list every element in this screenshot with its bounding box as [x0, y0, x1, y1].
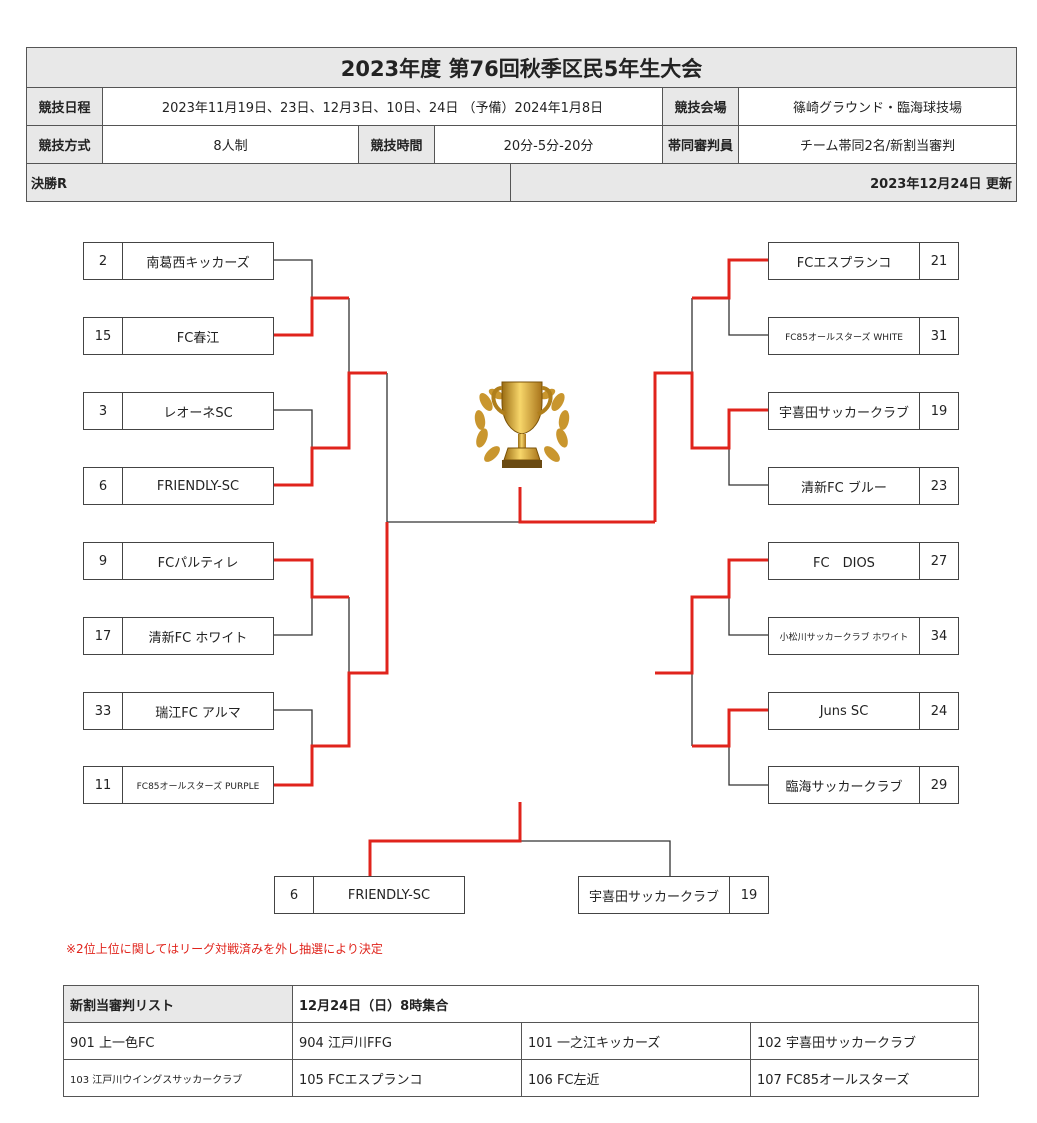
format-label: 競技方式: [26, 125, 103, 164]
referee-item: 102 宇喜田サッカークラブ: [750, 1022, 979, 1060]
team-name: レオーネSC: [163, 405, 233, 421]
winner-line: [692, 258, 768, 300]
round-label: 決勝R: [26, 163, 511, 202]
team-name: 南葛西キッカーズ: [146, 255, 250, 271]
bracket-line: [728, 298, 768, 336]
winner-line: [273, 558, 349, 599]
team-seed: 6: [84, 468, 123, 504]
venue-value: 篠崎グラウンド・臨海球技場: [737, 87, 1018, 126]
team-seed: 17: [84, 618, 123, 654]
team-box: 17 清新FC ホワイト: [83, 617, 274, 655]
winner-line: [653, 371, 768, 522]
bracket-line: [273, 409, 313, 448]
winner-line: [655, 558, 768, 675]
team-box: 3 レオーネSC: [83, 392, 274, 430]
team-seed: 19: [919, 393, 958, 429]
bracket-line: [728, 746, 768, 786]
team-name: FCパルティレ: [157, 555, 239, 571]
team-seed: 29: [919, 767, 958, 803]
final-team-right: 宇喜田サッカークラブ 19: [578, 876, 769, 914]
team-box: Juns SC 24: [768, 692, 959, 730]
referee-value: チーム帯同2名/新割当審判: [737, 125, 1018, 164]
team-box: 15 FC春江: [83, 317, 274, 355]
team-name: FC85オールスターズ WHITE: [785, 332, 903, 343]
team-box: 2 南葛西キッカーズ: [83, 242, 274, 280]
bracket-line: [728, 448, 768, 486]
referee-item: 101 一之江キッカーズ: [521, 1022, 751, 1060]
team-seed: 21: [919, 243, 958, 279]
time-value: 20分-5分-20分: [434, 125, 663, 164]
referee-item: 904 江戸川FFG: [292, 1022, 522, 1060]
team-name: 瑞江FC アルマ: [155, 705, 241, 721]
date-value: 2023年11月19日、23日、12月3日、10日、24日 （予備）2024年1…: [102, 87, 663, 126]
winner-line: [273, 371, 387, 487]
team-box: 33 瑞江FC アルマ: [83, 692, 274, 730]
bracket-line: [273, 259, 313, 298]
team-box: 臨海サッカークラブ 29: [768, 766, 959, 804]
team-box: FCエスプランコ 21: [768, 242, 959, 280]
team-seed: 31: [919, 318, 958, 354]
referee-item: 901 上一色FC: [63, 1022, 293, 1060]
team-box: 9 FCパルティレ: [83, 542, 274, 580]
referee-item: 107 FC85オールスターズ: [750, 1059, 979, 1097]
team-seed: 23: [919, 468, 958, 504]
team-seed: 15: [84, 318, 123, 354]
team-seed: 24: [919, 693, 958, 729]
team-name: 臨海サッカークラブ: [785, 779, 903, 795]
team-name: Juns SC: [819, 703, 869, 719]
team-seed: 9: [84, 543, 123, 579]
team-box: 宇喜田サッカークラブ 19: [768, 392, 959, 430]
team-seed: 6: [275, 877, 314, 913]
team-seed: 27: [919, 543, 958, 579]
team-box: 6 FRIENDLY-SC: [83, 467, 274, 505]
bracket-line: [273, 709, 313, 746]
referee-item: 103 江戸川ウイングスサッカークラブ: [63, 1059, 293, 1097]
winner-line: [368, 802, 522, 877]
team-name: 小松川サッカークラブ ホワイト: [779, 632, 909, 643]
team-seed: 2: [84, 243, 123, 279]
team-seed: 11: [84, 767, 123, 803]
team-name: FC DIOS: [813, 555, 875, 571]
team-name: FRIENDLY-SC: [347, 887, 431, 903]
bracket-line: [273, 597, 313, 636]
referee-label: 帯同審判員: [662, 125, 739, 164]
team-box: 小松川サッカークラブ ホワイト 34: [768, 617, 959, 655]
format-value: 8人制: [102, 125, 359, 164]
referee-table: 新割当審判リスト 12月24日（日）8時集合 901 上一色FC 904 江戸川…: [63, 985, 979, 1097]
winner-line: [692, 708, 768, 748]
referee-item: 105 FCエスプランコ: [292, 1059, 522, 1097]
tournament-info-table: 2023年度 第76回秋季区民5年生大会 競技日程 2023年11月19日、23…: [25, 47, 1018, 202]
team-box: FC85オールスターズ WHITE 31: [768, 317, 959, 355]
team-name: 清新FC ホワイト: [148, 630, 248, 646]
team-name: FCエスプランコ: [796, 255, 892, 271]
team-name: FRIENDLY-SC: [156, 478, 240, 494]
meeting-time: 12月24日（日）8時集合: [292, 985, 979, 1023]
trophy-icon: [474, 381, 570, 468]
time-label: 競技時間: [358, 125, 435, 164]
team-seed: 19: [729, 877, 768, 913]
bracket-line: [728, 597, 768, 636]
team-box: 清新FC ブルー 23: [768, 467, 959, 505]
team-box: 11 FC85オールスターズ PURPLE: [83, 766, 274, 804]
winner-line: [518, 487, 655, 524]
team-name: FC85オールスターズ PURPLE: [136, 781, 260, 792]
winner-line: [273, 522, 389, 787]
updated-date: 2023年12月24日 更新: [509, 163, 1018, 202]
notice-text: ※2位上位に関してはリーグ対戦済みを外し抽選により決定: [66, 942, 383, 956]
team-box: FC DIOS 27: [768, 542, 959, 580]
final-team-left: 6 FRIENDLY-SC: [274, 876, 465, 914]
team-name: FC春江: [176, 330, 220, 346]
referee-item: 106 FC左近: [521, 1059, 751, 1097]
team-seed: 34: [919, 618, 958, 654]
team-seed: 3: [84, 393, 123, 429]
winner-line: [273, 296, 349, 337]
page-title: 2023年度 第76回秋季区民5年生大会: [25, 47, 1018, 88]
bracket-line: [520, 840, 671, 877]
team-seed: 33: [84, 693, 123, 729]
team-name: 宇喜田サッカークラブ: [778, 405, 909, 421]
team-name: 清新FC ブルー: [801, 480, 887, 496]
team-name: 宇喜田サッカークラブ: [588, 889, 719, 905]
referee-list-title: 新割当審判リスト: [63, 985, 293, 1023]
